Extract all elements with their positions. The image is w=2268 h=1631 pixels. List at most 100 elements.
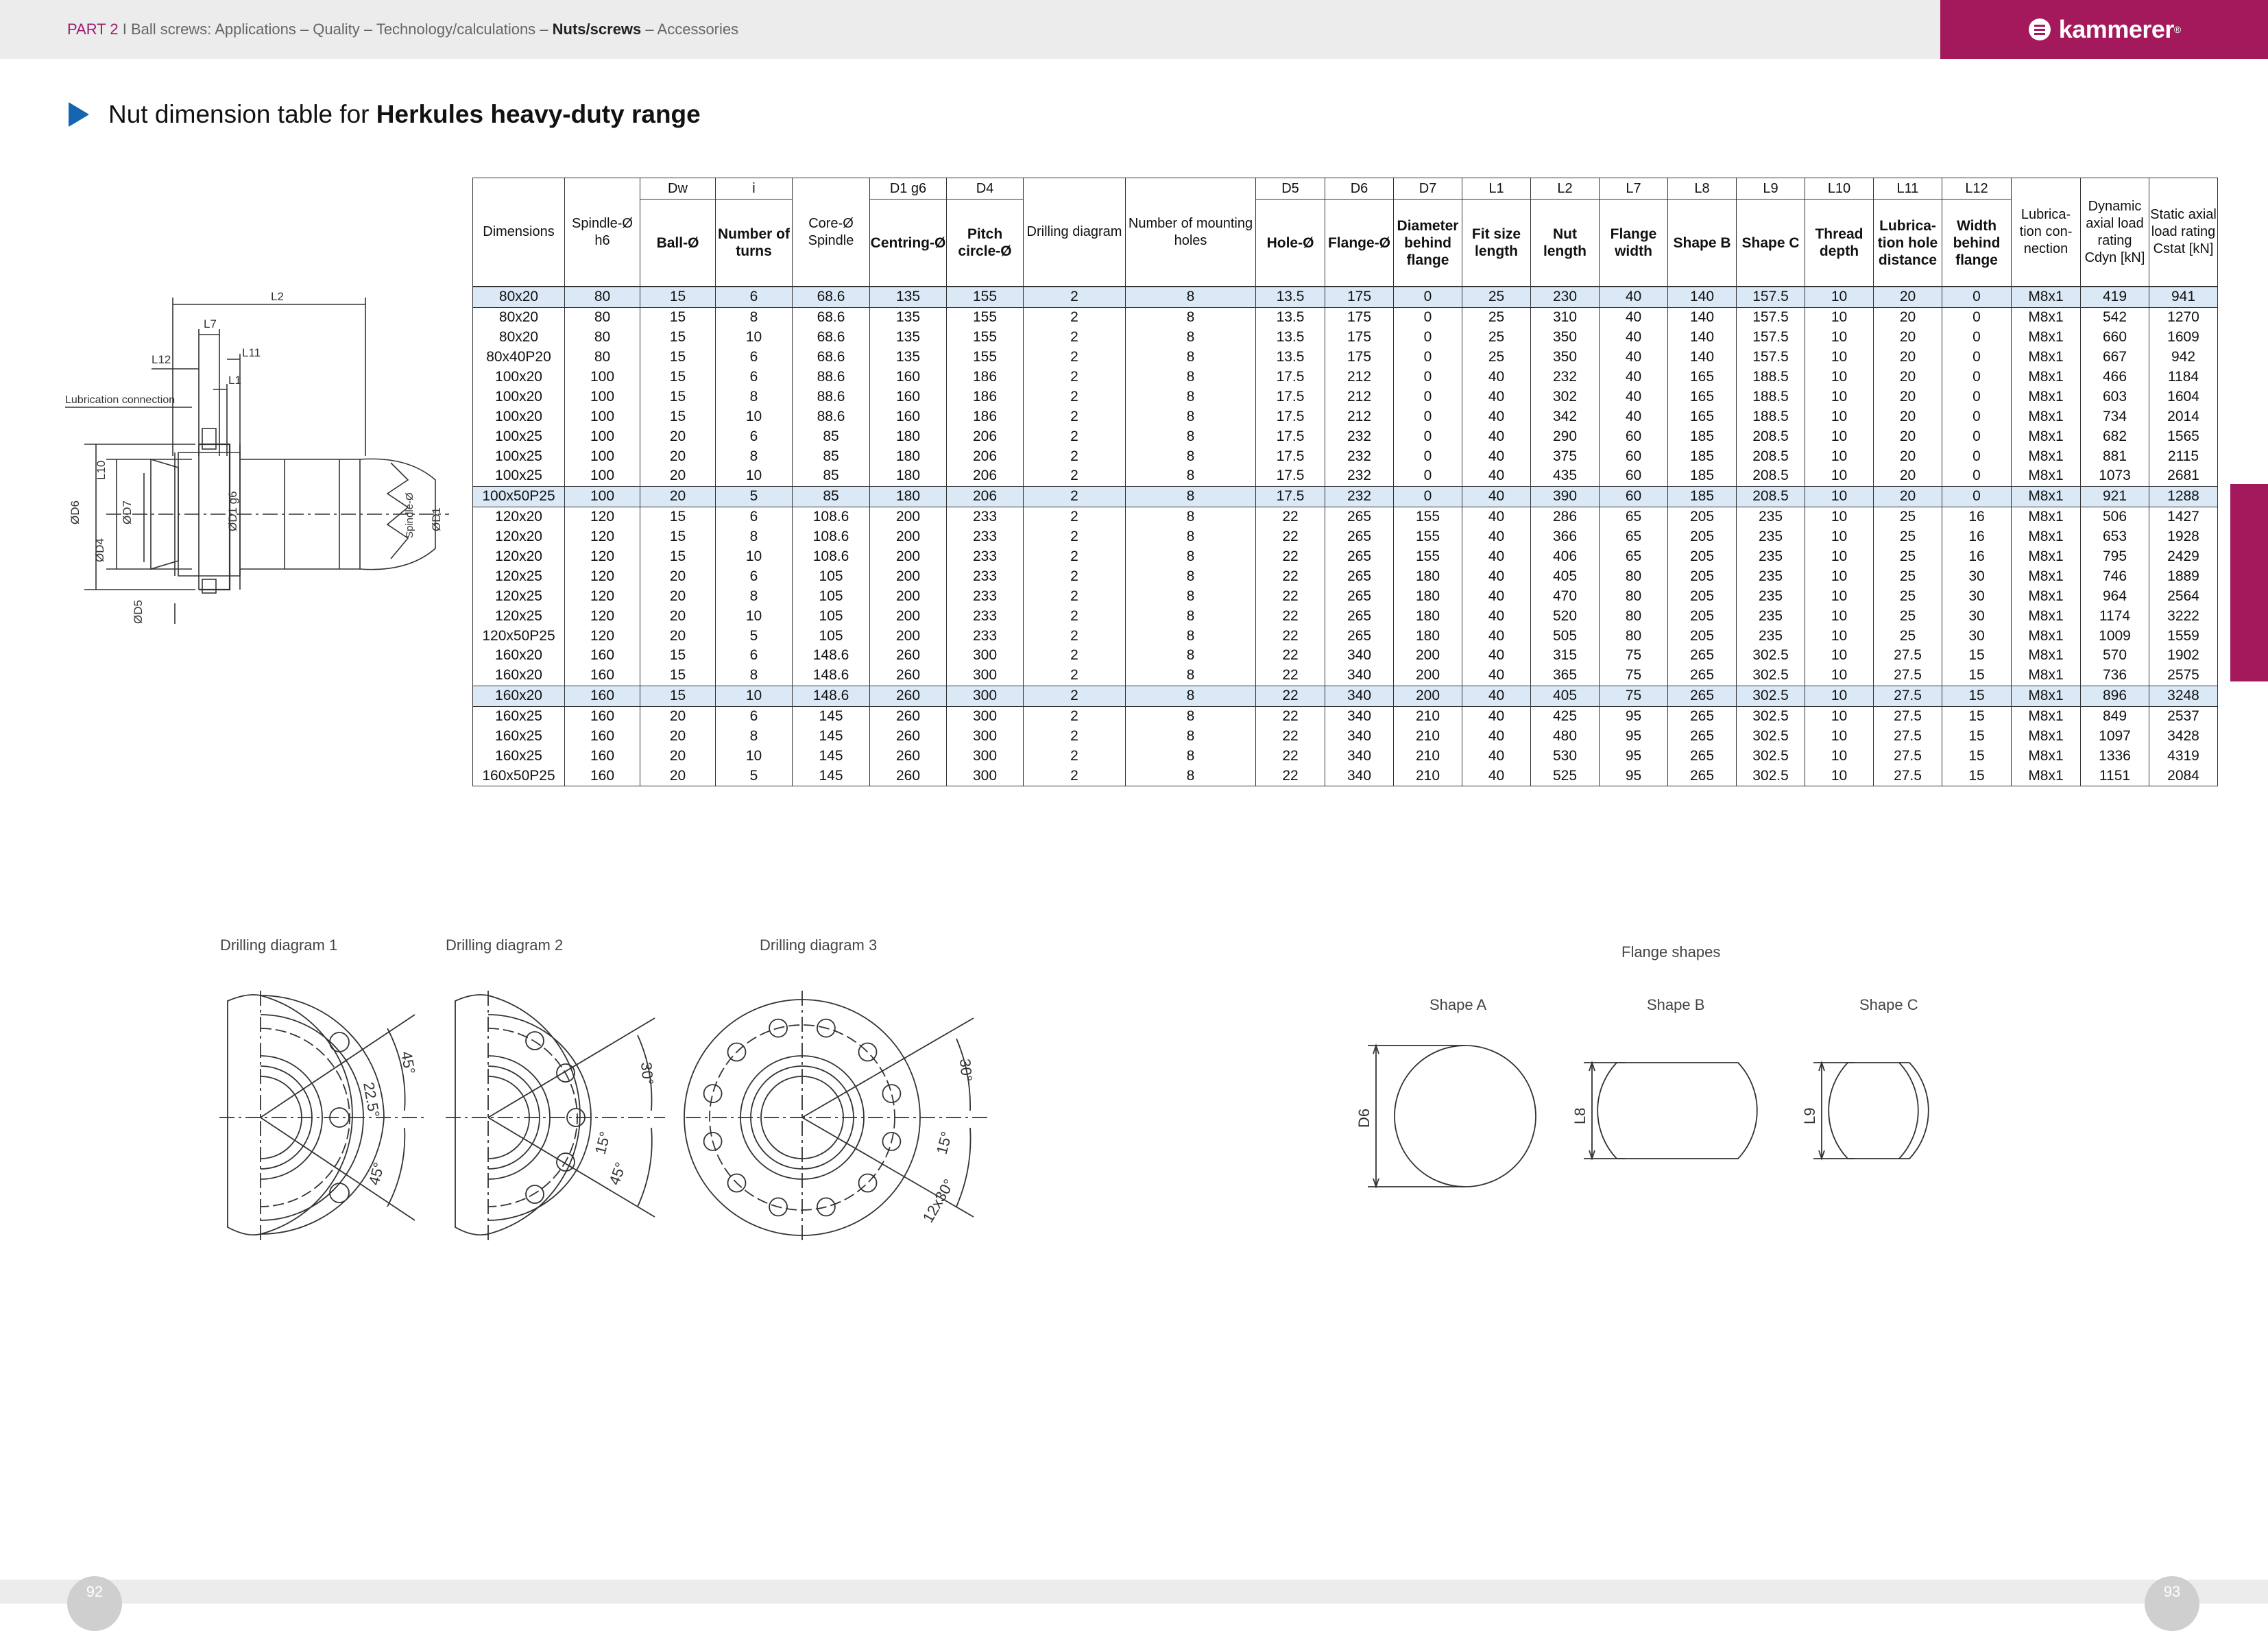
- breadcrumb-current[interactable]: Nuts/screws: [552, 21, 642, 38]
- table-cell: 208.5: [1736, 485, 1805, 507]
- table-cell: 419: [2080, 285, 2149, 308]
- table-cell: 155: [946, 307, 1024, 328]
- table-cell: M8x1: [2011, 327, 2081, 348]
- table-cell: M8x1: [2011, 407, 2081, 427]
- table-cell: M8x1: [2011, 606, 2081, 627]
- table-cell: 300: [946, 726, 1024, 747]
- table-cell: 506: [2080, 507, 2149, 527]
- table-cell: 921: [2080, 485, 2149, 507]
- table-cell: 1889: [2149, 566, 2218, 587]
- table-cell: 570: [2080, 646, 2149, 666]
- table-cell: 2084: [2149, 766, 2218, 787]
- table-cell: 265: [1667, 665, 1737, 686]
- table-cell: 8: [715, 726, 793, 747]
- table-cell: 22: [1255, 606, 1325, 627]
- table-cell: 120x25: [472, 606, 565, 627]
- table-cell: 17.5: [1255, 446, 1325, 467]
- page-number-left[interactable]: 92: [67, 1576, 122, 1631]
- table-cell: 22: [1255, 646, 1325, 666]
- table-cell: 30: [1942, 626, 2012, 647]
- table-cell: 10: [715, 685, 793, 707]
- table-cell: 4319: [2149, 746, 2218, 766]
- table-cell: 145: [792, 746, 870, 766]
- table-cell: 15: [640, 507, 716, 527]
- th-mounting-holes: Number of mounting holes: [1125, 178, 1256, 287]
- table-cell: M8x1: [2011, 285, 2081, 308]
- page-number-right[interactable]: 93: [2145, 1576, 2199, 1631]
- table-cell: 40: [1462, 485, 1531, 507]
- table-cell: 0: [1942, 466, 2012, 487]
- table-cell: 10: [1805, 407, 1874, 427]
- table-cell: 8: [1125, 606, 1256, 627]
- breadcrumb-trail[interactable]: I Ball screws: Applications – Quality – …: [122, 21, 548, 38]
- table-cell: 80: [1599, 566, 1668, 587]
- table-cell: 480: [1530, 726, 1600, 747]
- table-cell: 148.6: [792, 665, 870, 686]
- table-cell: 120x20: [472, 546, 565, 567]
- table-cell: 206: [946, 466, 1024, 487]
- table-cell: 120: [564, 507, 640, 527]
- table-cell: 15: [640, 327, 716, 348]
- table-cell: 25: [1873, 546, 1942, 567]
- table-cell: 205: [1667, 507, 1737, 527]
- table-cell: 2: [1023, 586, 1126, 607]
- table-cell: 155: [946, 347, 1024, 367]
- table-cell: 0: [1393, 327, 1462, 348]
- table-cell: 40: [1462, 407, 1531, 427]
- table-cell: 180: [869, 446, 947, 467]
- table-cell: 95: [1599, 766, 1668, 787]
- table-cell: 200: [1393, 685, 1462, 707]
- table-cell: 20: [1873, 285, 1942, 308]
- table-cell: 302.5: [1736, 726, 1805, 747]
- table-cell: 120: [564, 586, 640, 607]
- table-cell: 40: [1462, 426, 1531, 447]
- breadcrumb-after[interactable]: – Accessories: [645, 21, 739, 38]
- th-width-behind: Width behind flange: [1942, 199, 2012, 287]
- table-cell: 6: [715, 507, 793, 527]
- table-cell: 10: [1805, 485, 1874, 507]
- table-cell: 0: [1393, 407, 1462, 427]
- table-cell: 20: [640, 466, 716, 487]
- table-cell: 175: [1325, 307, 1394, 328]
- table-cell: 1184: [2149, 367, 2218, 387]
- table-cell: 470: [1530, 586, 1600, 607]
- table-cell: 210: [1393, 766, 1462, 787]
- table-cell: 157.5: [1736, 307, 1805, 328]
- table-cell: 188.5: [1736, 387, 1805, 407]
- section-side-tab[interactable]: [2230, 484, 2268, 681]
- table-cell: 260: [869, 726, 947, 747]
- table-cell: 155: [1393, 546, 1462, 567]
- breadcrumb-part[interactable]: PART 2: [67, 21, 119, 38]
- table-cell: 0: [1393, 307, 1462, 328]
- table-cell: 10: [1805, 586, 1874, 607]
- table-cell: 180: [869, 485, 947, 507]
- table-cell: 108.6: [792, 507, 870, 527]
- page-header: [0, 0, 2268, 59]
- table-cell: 340: [1325, 646, 1394, 666]
- table-cell: 120x20: [472, 527, 565, 547]
- table-cell: 350: [1530, 327, 1600, 348]
- th-lub-hole: Lubrica-tion hole distance: [1873, 199, 1942, 287]
- table-cell: 157.5: [1736, 327, 1805, 348]
- table-cell: 22: [1255, 685, 1325, 707]
- table-cell: M8x1: [2011, 646, 2081, 666]
- table-cell: 210: [1393, 746, 1462, 766]
- table-cell: 40: [1462, 586, 1531, 607]
- table-cell: 10: [1805, 766, 1874, 787]
- brand-name: kammerer: [2058, 15, 2175, 43]
- table-cell: 30: [1942, 566, 2012, 587]
- table-cell: 8: [1125, 746, 1256, 766]
- table-cell: 100: [564, 446, 640, 467]
- table-cell: 2: [1023, 546, 1126, 567]
- sym-l1: L1: [1462, 178, 1531, 200]
- table-cell: 120: [564, 606, 640, 627]
- drilling-title-1: Drilling diagram 1: [220, 937, 338, 954]
- table-cell: 40: [1599, 285, 1668, 308]
- table-cell: 208.5: [1736, 446, 1805, 467]
- table-cell: 120x25: [472, 586, 565, 607]
- table-cell: 233: [946, 507, 1024, 527]
